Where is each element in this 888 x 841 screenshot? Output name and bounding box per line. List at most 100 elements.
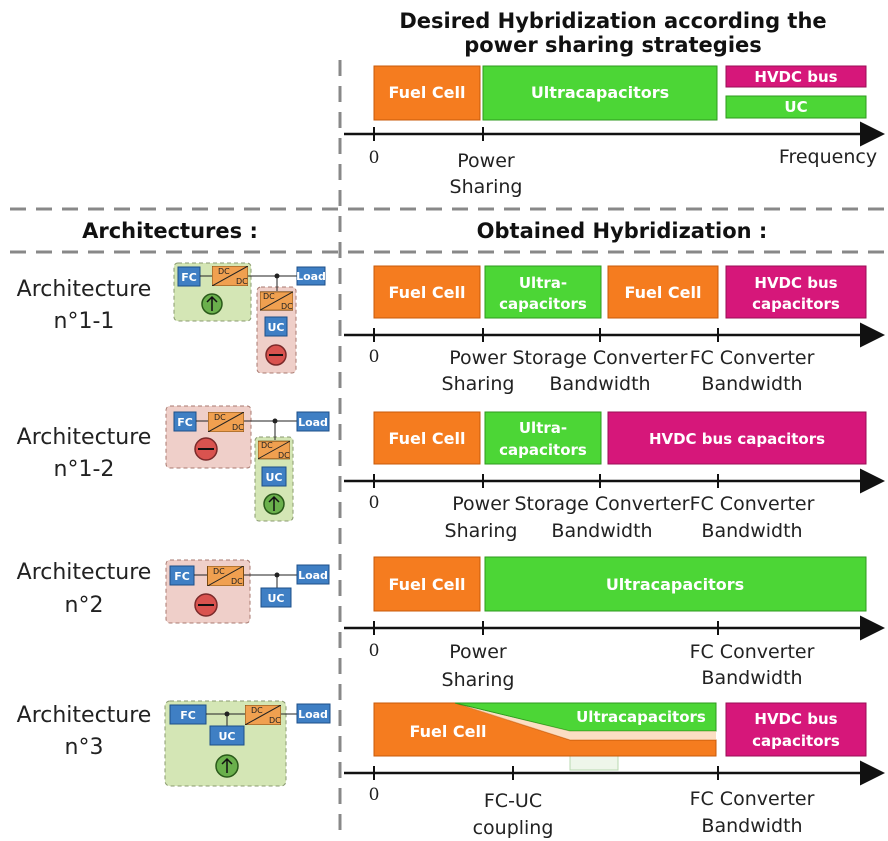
hvdc-label-2: capacitors [752, 732, 840, 750]
tick-fc-uc: FC-UC [484, 790, 542, 812]
desired-tick-power: Power [457, 150, 515, 172]
tick-fc-converter: FC Converter [690, 347, 815, 369]
uc-box [261, 466, 287, 487]
load-box [296, 411, 330, 432]
obtained-heading: Obtained Hybridization : [477, 219, 768, 243]
tick-sharing: Sharing [445, 520, 518, 542]
svg-text:Load: Load [296, 270, 326, 283]
tick-sharing: Sharing [442, 373, 515, 395]
architecture-number: n°1-1 [54, 309, 115, 334]
fuel-cell-bar-2 [607, 265, 719, 319]
tick-fc-bw: Bandwidth [701, 815, 802, 837]
tick-storage: Storage Converter [514, 493, 689, 515]
fuel-cell-label: Fuel Cell [389, 575, 466, 594]
uc-box [209, 725, 245, 746]
svg-text:Load: Load [298, 708, 328, 721]
svg-text:Load: Load [298, 416, 328, 429]
tick-power: Power [452, 493, 510, 515]
load-box [296, 564, 330, 585]
tick-coupling: coupling [473, 817, 554, 839]
uc-box [260, 587, 292, 608]
desired-frequency-label: Frequency [779, 146, 877, 168]
svg-text:DC: DC [236, 277, 248, 286]
svg-text:DC: DC [232, 423, 244, 432]
svg-text:DC: DC [218, 267, 230, 276]
desired-uc-bar [725, 95, 867, 119]
load-box [296, 703, 331, 724]
svg-text:UC: UC [218, 730, 235, 743]
fuel-cell-label: Fuel Cell [410, 722, 487, 741]
svg-text:UC: UC [265, 471, 282, 484]
ultracapacitors-label-1: Ultra- [519, 274, 567, 292]
desired-tick-0: 0 [369, 148, 380, 168]
svg-text:UC: UC [267, 321, 284, 334]
hvdc-label-1: HVDC bus [754, 710, 837, 728]
fuel-cell-label: Fuel Cell [389, 429, 466, 448]
title-line-1: Desired Hybridization according the [399, 9, 826, 33]
tick-power: Power [449, 641, 507, 663]
tick-fc-converter: FC Converter [690, 641, 815, 663]
svg-text:FC: FC [181, 271, 197, 284]
svg-text:DC: DC [231, 577, 243, 586]
svg-text:DC: DC [261, 441, 273, 450]
desired-tick-sharing: Sharing [450, 176, 523, 198]
tick-fc-bw: Bandwidth [701, 667, 802, 689]
tick-0: 0 [369, 785, 380, 805]
architecture-name: Architecture [17, 277, 152, 302]
tick-fc-bw: Bandwidth [701, 520, 802, 542]
desired-hvdc-bar [725, 65, 867, 88]
desired-hvdc-label: HVDC bus [754, 68, 837, 86]
svg-text:DC: DC [214, 413, 226, 422]
title-line-2: power sharing strategies [464, 33, 762, 57]
hvdc-label-2: capacitors [752, 295, 840, 313]
tick-0: 0 [369, 641, 380, 661]
tick-0: 0 [369, 493, 380, 513]
tick-storage-bw: Bandwidth [549, 373, 650, 395]
tick-storage-bw: Bandwidth [551, 520, 652, 542]
architecture-number: n°3 [65, 735, 104, 760]
svg-text:FC: FC [180, 709, 196, 722]
hvdc-bar [725, 702, 867, 757]
ultracapacitors-label-1: Ultra- [519, 419, 567, 437]
hvdc-bar [607, 411, 867, 465]
desired-fuel-cell-bar [373, 65, 481, 121]
svg-text:UC: UC [267, 592, 284, 605]
hvdc-label: HVDC bus capacitors [649, 430, 825, 448]
ultracapacitors-bar [484, 411, 602, 465]
fuel-cell-bar [373, 556, 481, 612]
architecture-name: Architecture [17, 560, 152, 585]
architecture-number: n°2 [65, 593, 104, 618]
hvdc-bar [725, 265, 867, 319]
desired-hybridization: Fuel Cell Ultracapacitors HVDC bus UC 0 … [344, 65, 885, 198]
tick-0: 0 [369, 347, 380, 367]
tick-fc-converter: FC Converter [690, 493, 815, 515]
fuel-cell-bar [373, 411, 481, 465]
fuel-cell-label-2: Fuel Cell [625, 283, 702, 302]
ultracapacitors-bar [484, 265, 602, 319]
tick-sharing: Sharing [442, 669, 515, 691]
hvdc-label-1: HVDC bus [754, 274, 837, 292]
tick-fc-converter: FC Converter [690, 788, 815, 810]
fuel-cell-label: Fuel Cell [389, 283, 466, 302]
svg-text:DC: DC [251, 706, 263, 715]
ultracapacitors-label: Ultracapacitors [576, 708, 706, 726]
architecture-name: Architecture [17, 703, 152, 728]
tick-storage: Storage Converter [512, 347, 687, 369]
fuel-cell-bar [373, 265, 481, 319]
ultracapacitors-bar [484, 556, 867, 612]
desired-uc-label: UC [784, 98, 807, 116]
ultracapacitors-label-2: capacitors [499, 441, 587, 459]
svg-text:FC: FC [177, 416, 193, 429]
tick-fc-bw: Bandwidth [701, 373, 802, 395]
desired-ultracapacitors-label: Ultracapacitors [531, 83, 669, 102]
desired-ultracapacitors-bar [482, 65, 718, 121]
